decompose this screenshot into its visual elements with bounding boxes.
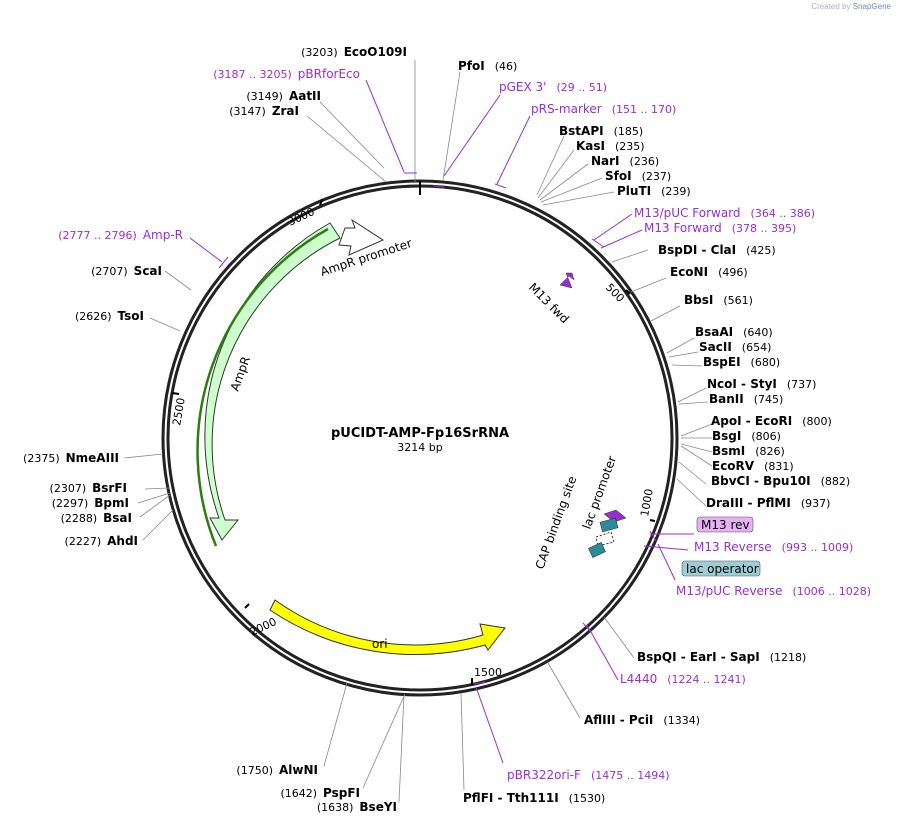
site-label-bsmi[interactable]: BsmI(826)	[712, 444, 785, 458]
ori-label: ori	[372, 637, 388, 651]
primer-label-m13puc-forward[interactable]: M13/pUC Forward(364 .. 386)	[634, 206, 815, 220]
ori-arrow[interactable]	[269, 599, 506, 655]
site-label-banii[interactable]: BanII(745)	[709, 392, 783, 406]
primer-leaders	[189, 79, 694, 764]
svg-text:lac operator: lac operator	[686, 562, 759, 576]
plasmid-name: pUCIDT-AMP-Fp16SrRNA	[331, 426, 509, 441]
site-leaders	[123, 60, 713, 803]
ampr-promoter-arrow[interactable]	[338, 218, 385, 256]
badge-lac-operator[interactable]: lac operator	[681, 560, 761, 577]
tick-label-500: 500	[603, 281, 627, 305]
site-label-draiii-pflmi[interactable]: DraIII - PflMI(937)	[706, 496, 830, 510]
site-label-bsgi[interactable]: BsgI(806)	[712, 429, 781, 443]
site-label-pluti[interactable]: PluTI(239)	[617, 184, 691, 198]
site-label-bstapi[interactable]: BstAPI(185)	[559, 124, 643, 138]
primer-label-m13puc-reverse[interactable]: M13/pUC Reverse(1006 .. 1028)	[676, 584, 871, 598]
site-label-ecorv[interactable]: EcoRV(831)	[712, 459, 794, 473]
tick-label-2500: 2500	[170, 397, 188, 427]
primer-label-m13-forward[interactable]: M13 Forward(378 .. 395)	[644, 221, 796, 235]
site-label-bspdi-clai[interactable]: BspDI - ClaI(425)	[658, 243, 776, 257]
site-label-afliii-pcii[interactable]: AflIII - PciI(1334)	[584, 713, 700, 727]
site-label-aatii[interactable]: (3149)AatII	[246, 89, 321, 103]
cap-binding-box[interactable]	[588, 542, 606, 558]
svg-text:M13 rev: M13 rev	[701, 518, 750, 532]
primer-label-prs-marker[interactable]: pRS-marker(151 .. 170)	[531, 102, 676, 116]
site-label-bsai[interactable]: (2288)BsaI	[61, 511, 132, 525]
site-label-bspqi-eari-sapi[interactable]: BspQI - EarI - SapI(1218)	[637, 650, 806, 664]
site-label-bbvci-bpu10i[interactable]: BbvCI - Bpu10I(882)	[711, 474, 850, 488]
site-label-bsaai[interactable]: BsaAI(640)	[695, 325, 773, 339]
ampr-selection-track	[196, 227, 329, 547]
primer-label-amp-r[interactable]: (2777 .. 2796)Amp-R	[58, 228, 183, 242]
site-label-kasi[interactable]: KasI(235)	[576, 139, 645, 153]
primer-label-m13-reverse[interactable]: M13 Reverse(993 .. 1009)	[694, 540, 853, 554]
plasmid-size: 3214 bp	[397, 441, 442, 454]
site-label-pfoi[interactable]: PfoI(46)	[458, 59, 517, 73]
lac-promoter-arrow[interactable]	[595, 531, 615, 547]
cap-binding-label: CAP binding site	[533, 474, 580, 571]
site-label-bseyi[interactable]: (1638)BseYI	[317, 800, 397, 814]
site-label-bsrfi[interactable]: (2307)BsrFI	[50, 481, 127, 495]
site-label-pspfi[interactable]: (1642)PspFI	[280, 786, 360, 800]
site-label-sfoi[interactable]: SfoI(237)	[605, 169, 671, 183]
site-label-nmeaiii[interactable]: (2375)NmeAIII	[23, 451, 119, 465]
site-label-nari[interactable]: NarI(236)	[591, 154, 659, 168]
site-label-pflfi-tth111i[interactable]: PflFI - Tth111I(1530)	[463, 791, 605, 805]
site-label-tsoi[interactable]: (2626)TsoI	[75, 309, 144, 323]
tick-marks	[171, 198, 656, 685]
site-label-ecoo109i[interactable]: (3203)EcoO109I	[301, 45, 407, 59]
ampr-label: AmpR	[228, 355, 253, 393]
site-label-econi[interactable]: EcoNI(496)	[670, 265, 748, 279]
primer-label-pgex3[interactable]: pGEX 3'(29 .. 51)	[499, 80, 607, 94]
primer-label-pbrforeco[interactable]: (3187 .. 3205)pBRforEco	[213, 67, 360, 81]
site-label-alwni[interactable]: (1750)AlwNI	[236, 763, 318, 777]
tick-label-1500: 1500	[474, 666, 502, 679]
site-label-bpmi[interactable]: (2297)BpmI	[52, 496, 129, 510]
lac-operator-box-1[interactable]	[599, 517, 619, 533]
primer-label-l4440[interactable]: L4440(1224 .. 1241)	[620, 672, 746, 686]
snapgene-watermark: Created by SnapGene	[811, 2, 891, 11]
site-label-sacii[interactable]: SacII(654)	[699, 340, 771, 354]
site-label-bbsi[interactable]: BbsI(561)	[684, 293, 753, 307]
site-label-ncoi-styi[interactable]: NcoI - StyI(737)	[707, 377, 816, 391]
tick-label-1000: 1000	[638, 488, 656, 518]
site-label-scai[interactable]: (2707)ScaI	[91, 264, 162, 278]
primer-label-pbr322ori-f[interactable]: pBR322ori-F(1475 .. 1494)	[507, 768, 670, 782]
site-label-zrai[interactable]: (3147)ZraI	[229, 104, 299, 118]
site-label-bspei[interactable]: BspEI(680)	[703, 355, 780, 369]
site-label-ahdi[interactable]: (2227)AhdI	[65, 534, 138, 548]
site-label-apoi-ecori[interactable]: ApoI - EcoRI(800)	[711, 414, 832, 428]
m13-fwd-arrow[interactable]	[559, 272, 575, 289]
badge-m13-rev[interactable]: M13 rev	[696, 516, 754, 533]
m13-fwd-label: M13 fwd	[526, 280, 572, 326]
